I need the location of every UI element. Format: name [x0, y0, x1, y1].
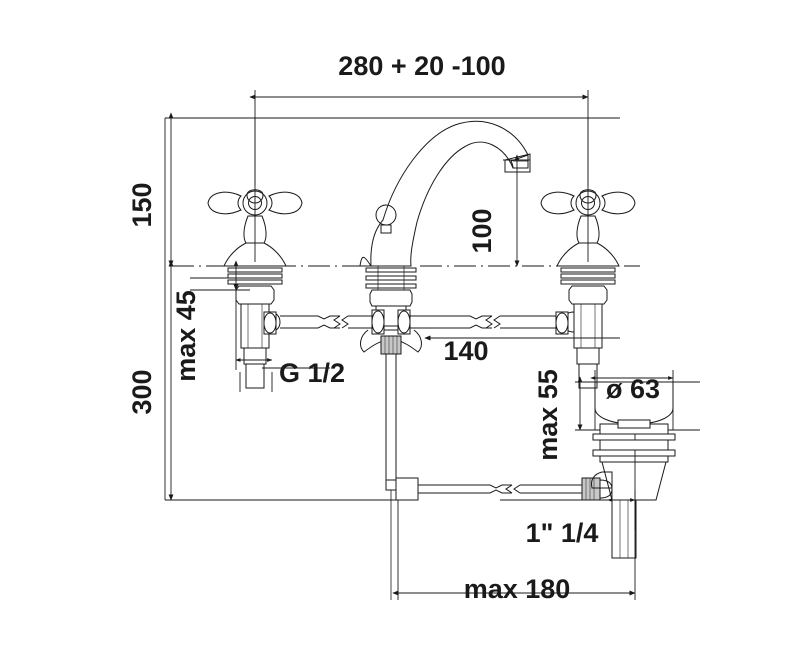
waste-tailpipe [611, 499, 637, 559]
popup-lever-right [395, 329, 422, 353]
label-rod-length-max: max 180 [464, 574, 571, 604]
spout-aerator [504, 153, 531, 173]
label-spread-top: 280 + 20 -100 [338, 51, 505, 81]
label-inlet-thread: G 1/2 [279, 358, 345, 388]
feed-pipework [263, 309, 569, 335]
dimension-lines [168, 94, 674, 596]
center-spout-assembly [359, 120, 531, 355]
popup-vertical-rod [385, 354, 419, 600]
left-bell-body [223, 242, 287, 267]
right-lock-nut [568, 285, 608, 305]
popup-horizontal-rod [418, 477, 613, 501]
label-outlet-thread: 1" 1/4 [526, 518, 599, 548]
left-lock-nut [235, 285, 275, 305]
popup-lever-left [360, 329, 387, 353]
right-bell-body [556, 242, 620, 267]
waste-body [601, 461, 667, 501]
popup-knurled-collar [380, 335, 402, 355]
spout-lock-nut [369, 289, 413, 307]
waste-drain-assembly [591, 381, 676, 559]
label-waste-deck-max: max 55 [533, 369, 563, 461]
label-spout-height: 100 [467, 208, 497, 253]
label-deck-thickness-max: max 45 [171, 290, 201, 382]
waste-stopper [617, 419, 651, 429]
label-tap-spacing: 140 [443, 336, 488, 366]
label-height-above-deck: 150 [127, 182, 157, 227]
left-cross-handle [207, 189, 303, 244]
label-height-below-deck: 300 [127, 369, 157, 414]
label-waste-diameter: ø 63 [606, 374, 660, 404]
dimension-labels: 280 + 20 -100 150 300 max 45 100 140 G 1… [127, 51, 660, 604]
waste-lever-boss [591, 471, 613, 489]
popup-adjust-nut [581, 477, 601, 501]
popup-clevis [395, 477, 419, 501]
